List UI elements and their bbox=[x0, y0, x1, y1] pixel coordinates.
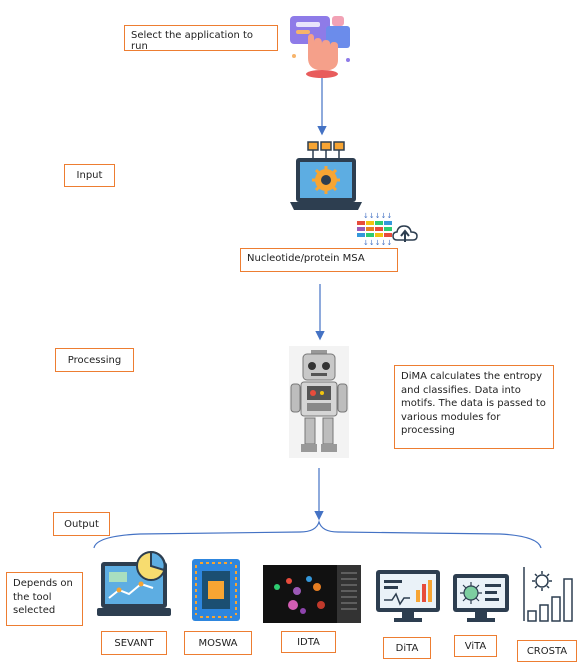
chart-monitor-icon bbox=[97, 548, 175, 626]
processing-label: Processing bbox=[55, 348, 134, 372]
dima-description-text: DiMA calculates the entropy and classifi… bbox=[401, 371, 546, 436]
laptop-gear-icon bbox=[288, 140, 364, 216]
tool-name-sevant: SEVANT bbox=[114, 637, 154, 649]
tool-name-moswa: MOSWA bbox=[198, 637, 238, 649]
tool-name-idta: IDTA bbox=[297, 636, 320, 648]
tool-label-idta: IDTA bbox=[281, 631, 336, 653]
input-label: Input bbox=[64, 164, 115, 187]
output-label: Output bbox=[53, 512, 110, 536]
processing-text: Processing bbox=[67, 354, 122, 366]
tool-label-sevant: SEVANT bbox=[101, 631, 167, 655]
msa-label: Nucleotide/protein MSA bbox=[240, 248, 398, 272]
virus-bars-icon bbox=[522, 565, 582, 623]
tool-name-dita: DiTA bbox=[395, 642, 419, 654]
tool-label-vita: ViTA bbox=[454, 635, 497, 657]
select-application-text: Select the application to run bbox=[131, 30, 253, 52]
tool-name-crosta: CROSTA bbox=[526, 645, 568, 657]
output-text: Output bbox=[64, 518, 99, 530]
tool-label-crosta: CROSTA bbox=[517, 640, 577, 662]
monitor-chart-icon bbox=[374, 568, 442, 626]
chip-icon bbox=[188, 555, 244, 625]
depends-text: Depends on the tool selected bbox=[13, 578, 73, 616]
msa-text: Nucleotide/protein MSA bbox=[247, 253, 365, 264]
touch-app-icon bbox=[286, 8, 358, 80]
tool-name-vita: ViTA bbox=[464, 640, 487, 652]
plot-image-icon bbox=[263, 565, 361, 623]
virus-monitor-icon bbox=[451, 572, 511, 626]
select-application-label: Select the application to run bbox=[124, 25, 278, 52]
output-brace bbox=[93, 519, 542, 549]
robot-icon bbox=[289, 346, 349, 458]
tool-label-dita: DiTA bbox=[383, 637, 431, 659]
dima-description: DiMA calculates the entropy and classifi… bbox=[394, 365, 554, 449]
svg-text:↓↓↓↓↓: ↓↓↓↓↓ bbox=[363, 212, 392, 220]
svg-text:↓↓↓↓↓: ↓↓↓↓↓ bbox=[363, 239, 392, 247]
msa-upload-icon: ↓↓↓↓↓ ↓↓↓↓↓ bbox=[355, 210, 419, 248]
tool-label-moswa: MOSWA bbox=[184, 631, 252, 655]
depends-label: Depends on the tool selected bbox=[6, 572, 83, 626]
input-text: Input bbox=[76, 170, 103, 181]
